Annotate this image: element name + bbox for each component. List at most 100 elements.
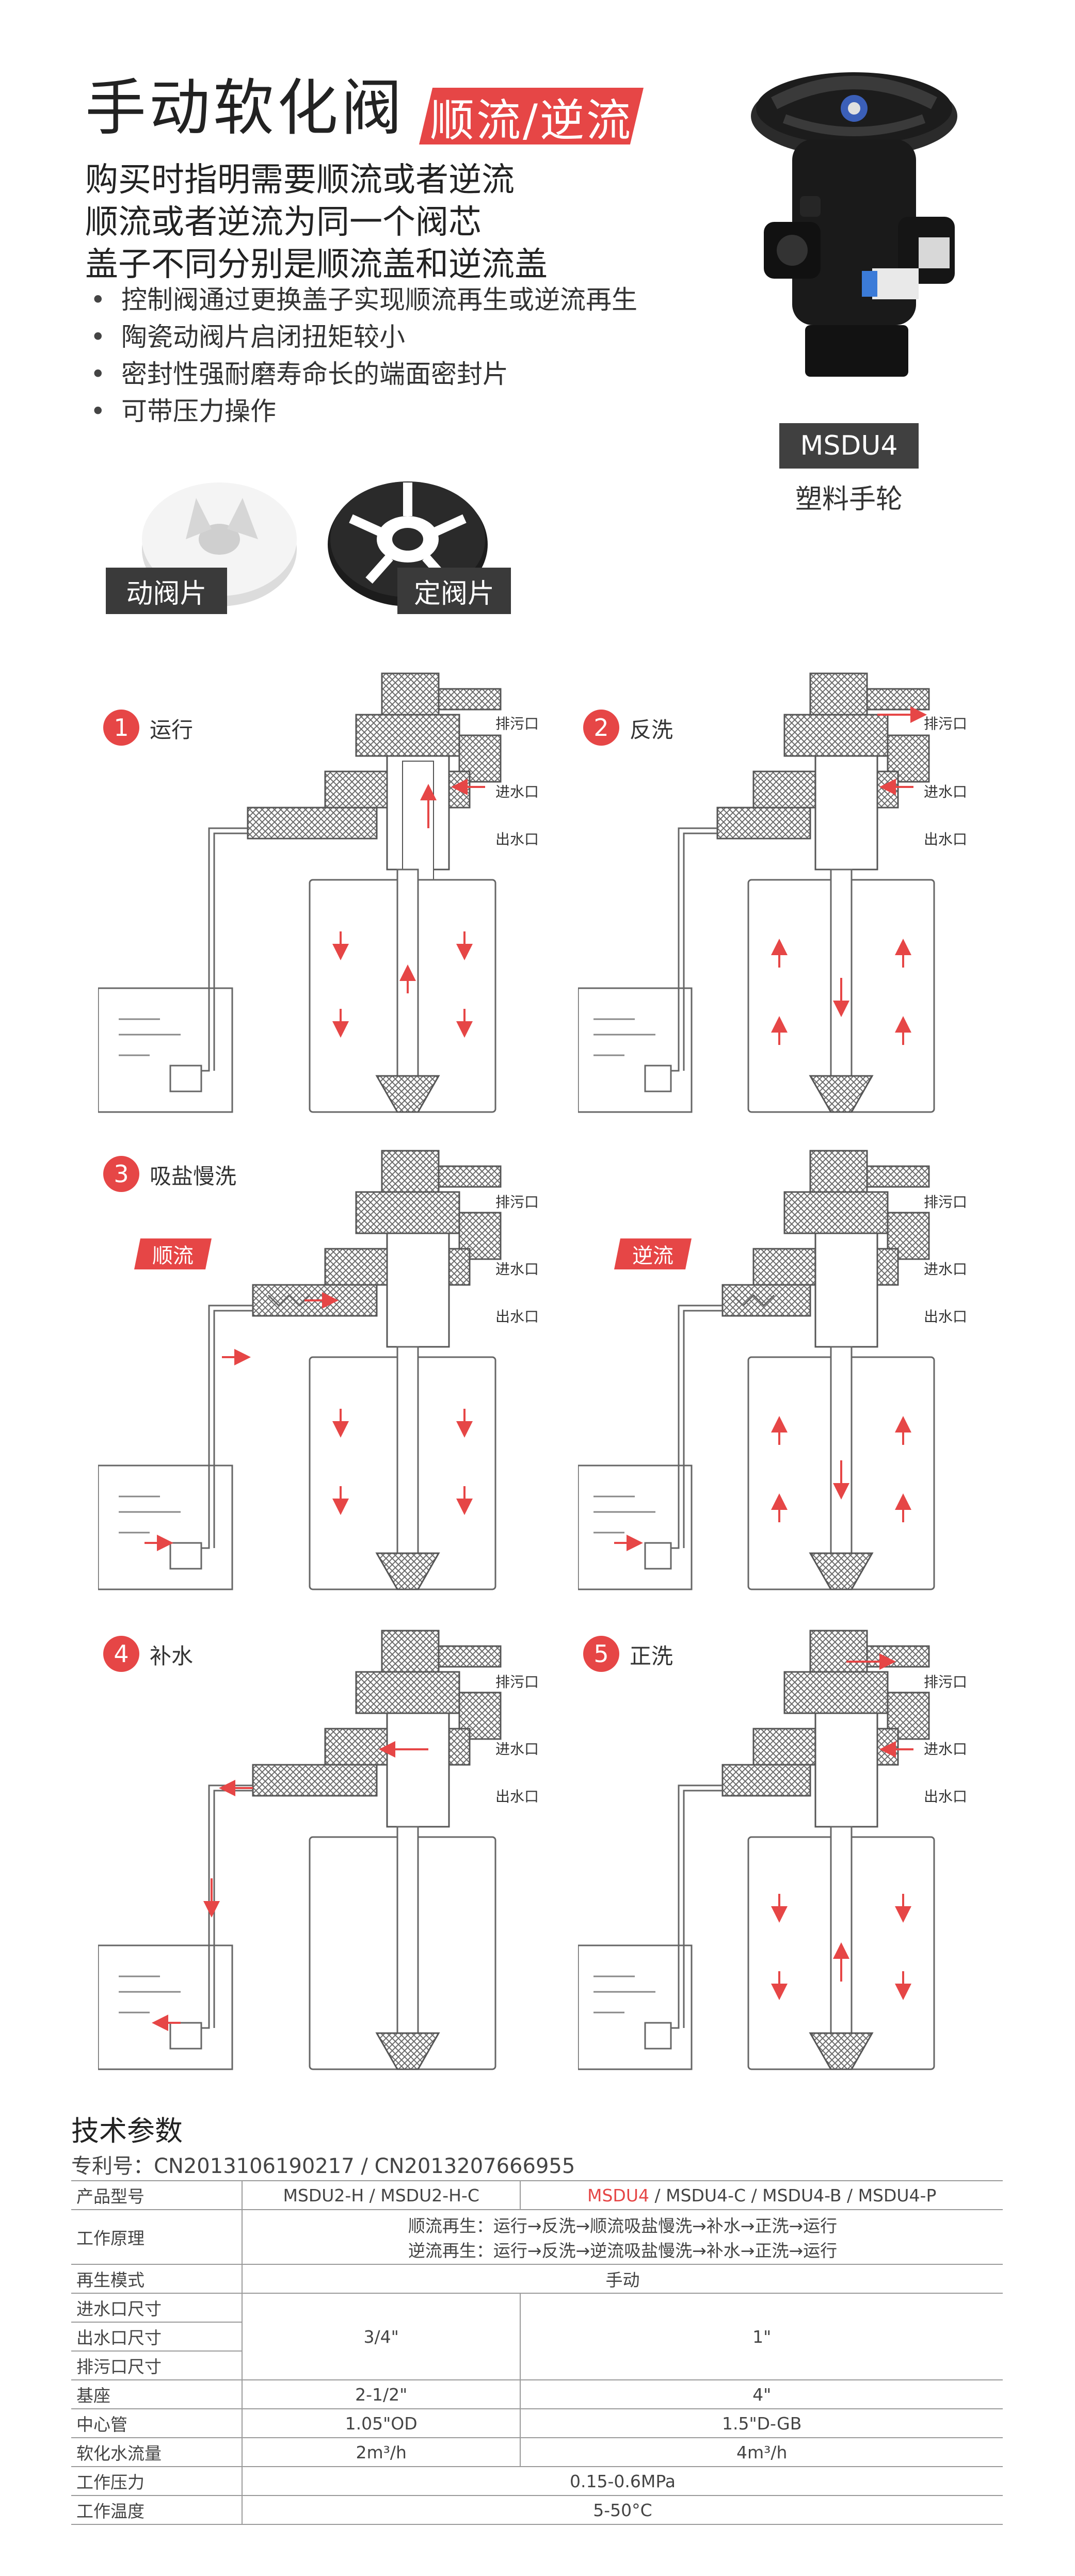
model-rest: / MSDU4-C / MSDU4-B / MSDU4-P: [649, 2185, 937, 2205]
highlight-model: MSDU4: [587, 2185, 649, 2205]
stage-panel-refill: 4 补水 排污口 进水口 出水口: [98, 1620, 563, 2085]
stage-number: 4: [103, 1636, 139, 1672]
inlet-port-label: 进水口: [495, 783, 539, 800]
patent-number: 专利号：CN2013106190217 / CN2013207666955: [71, 2154, 575, 2178]
stage-panel-brine-upflow: 逆流 排污口 进水口 出水口: [578, 1140, 1042, 1605]
table-row: 出水口尺寸: [71, 2322, 1003, 2352]
spec-value: MSDU2-H / MSDU2-H-C: [242, 2180, 521, 2210]
table-row: 工作原理 顺流再生：运行→反洗→顺流吸盐慢洗→补水→正洗→运行 逆流再生：运行→…: [71, 2209, 1003, 2265]
inlet-port-label: 进水口: [495, 1741, 539, 1758]
spec-value: 1.05"OD: [242, 2408, 521, 2438]
spec-label: 工作原理: [71, 2209, 243, 2265]
stage-number: 1: [103, 710, 139, 746]
outlet-port-label: 出水口: [495, 1308, 539, 1325]
principle-line: 逆流再生：运行→反洗→逆流吸盐慢洗→补水→正洗→运行: [408, 2241, 838, 2261]
stage-panel-backwash: 2 反洗 排污口 进水口 出水口: [578, 658, 1042, 1122]
drain-port-label: 排污口: [495, 715, 539, 732]
stage-name: 运行: [150, 717, 194, 743]
valve-flow-diagram: [578, 1150, 935, 1590]
page-title: 手动软化阀: [85, 72, 406, 143]
valve-flow-diagram: [98, 1630, 502, 2070]
spec-value: 顺流再生：运行→反洗→顺流吸盐慢洗→补水→正洗→运行 逆流再生：运行→反洗→逆流…: [242, 2209, 1003, 2265]
stage-number: 5: [583, 1636, 619, 1672]
stage-number: 3: [103, 1156, 139, 1192]
spec-value: 手动: [242, 2264, 1003, 2294]
table-row: 产品型号 MSDU2-H / MSDU2-H-C MSDU4 / MSDU4-C…: [71, 2180, 1003, 2210]
moving-disc-label: 动阀片: [106, 568, 227, 614]
stage-name: 正洗: [630, 1644, 673, 1669]
intro-line: 盖子不同分别是顺流盖和逆流盖: [85, 246, 548, 284]
feature-list: 控制阀通过更换盖子实现顺流再生或逆流再生 陶瓷动阀片启闭扭矩较小 密封性强耐磨寿…: [90, 281, 637, 430]
drain-port-label: 排污口: [495, 1673, 539, 1691]
flow-type-tag: 顺流/逆流: [419, 88, 644, 144]
table-row: 基座 2-1/2" 4": [71, 2379, 1003, 2409]
principle-line: 顺流再生：运行→反洗→顺流吸盐慢洗→补水→正洗→运行: [408, 2216, 838, 2236]
outlet-port-label: 出水口: [924, 1308, 968, 1325]
valve-flow-diagram: [98, 1150, 502, 1590]
spec-value: 1.5"D-GB: [520, 2408, 1003, 2438]
outlet-port-label: 出水口: [495, 831, 539, 848]
table-row: 再生模式 手动: [71, 2264, 1003, 2294]
spec-label: 基座: [71, 2379, 243, 2409]
spec-value: MSDU4 / MSDU4-C / MSDU4-B / MSDU4-P: [520, 2180, 1003, 2210]
spec-label: 产品型号: [71, 2180, 243, 2210]
drain-port-label: 排污口: [495, 1194, 539, 1211]
spec-value: 2-1/2": [242, 2379, 521, 2409]
valve-product-image: [751, 72, 957, 377]
downflow-tag: 顺流: [134, 1238, 212, 1269]
intro-line: 购买时指明需要顺流或者逆流: [85, 161, 515, 199]
stage-name: 吸盐慢洗: [150, 1164, 237, 1189]
valve-flow-diagram: [98, 672, 502, 1113]
outlet-port-label: 出水口: [924, 831, 968, 848]
table-row: 中心管 1.05"OD 1.5"D-GB: [71, 2408, 1003, 2438]
stage-name: 反洗: [630, 717, 673, 743]
outlet-port-label: 出水口: [495, 1788, 539, 1805]
model-caption: 塑料手轮: [795, 484, 903, 515]
intro-line: 顺流或者逆流为同一个阀芯: [85, 203, 482, 242]
outlet-port-label: 出水口: [924, 1788, 968, 1805]
feature-item: 陶瓷动阀片启闭扭矩较小: [90, 318, 637, 356]
spec-value: 4m³/h: [520, 2437, 1003, 2467]
table-row: 工作压力 0.15-0.6MPa: [71, 2466, 1003, 2496]
stage-number: 2: [583, 710, 619, 746]
stage-name: 补水: [150, 1644, 194, 1669]
table-row: 软化水流量 2m³/h 4m³/h: [71, 2437, 1003, 2467]
feature-item: 控制阀通过更换盖子实现顺流再生或逆流再生: [90, 281, 637, 318]
drain-port-label: 排污口: [924, 715, 968, 732]
table-row: 排污口尺寸: [71, 2350, 1003, 2380]
spec-value: 2m³/h: [242, 2437, 521, 2467]
valve-flow-diagram: [578, 1630, 935, 2070]
spec-label: 排污口尺寸: [71, 2350, 243, 2380]
table-row: 工作温度 5-50°C: [71, 2495, 1003, 2525]
spec-section-title: 技术参数: [71, 2115, 183, 2147]
stage-panel-rinse: 5 正洗 排污口 进水口 出水口: [578, 1620, 1042, 2085]
spec-value: 1": [520, 2293, 1003, 2380]
fixed-disc-label: 定阀片: [397, 568, 511, 614]
inlet-port-label: 进水口: [924, 1741, 968, 1758]
drain-port-label: 排污口: [924, 1194, 968, 1211]
spec-value: 0.15-0.6MPa: [242, 2466, 1003, 2496]
stage-panel-run: 1 运行 排污口 进水口 出水口: [98, 658, 563, 1122]
spec-value: 4": [520, 2379, 1003, 2409]
spec-table: 产品型号 MSDU2-H / MSDU2-H-C MSDU4 / MSDU4-C…: [71, 2180, 1003, 2525]
spec-label: 工作压力: [71, 2466, 243, 2496]
spec-value: 3/4": [242, 2293, 521, 2380]
stage-panel-brine-downflow: 3 吸盐慢洗 顺流 排污口 进水口 出水口: [98, 1140, 563, 1605]
valve-flow-diagram: [578, 672, 935, 1113]
drain-port-label: 排污口: [924, 1673, 968, 1691]
spec-label: 中心管: [71, 2408, 243, 2438]
inlet-port-label: 进水口: [924, 783, 968, 800]
spec-label: 软化水流量: [71, 2437, 243, 2467]
inlet-port-label: 进水口: [924, 1261, 968, 1278]
model-badge: MSDU4: [779, 423, 919, 469]
spec-label: 工作温度: [71, 2495, 243, 2525]
spec-value: 5-50°C: [242, 2495, 1003, 2525]
spec-label: 出水口尺寸: [71, 2322, 243, 2352]
feature-item: 密封性强耐磨寿命长的端面密封片: [90, 356, 637, 393]
feature-item: 可带压力操作: [90, 393, 637, 430]
intro-text: 购买时指明需要顺流或者逆流 顺流或者逆流为同一个阀芯 盖子不同分别是顺流盖和逆流…: [85, 159, 548, 286]
table-row: 进水口尺寸 3/4" 1": [71, 2293, 1003, 2380]
spec-label: 进水口尺寸: [71, 2293, 243, 2323]
upflow-tag: 逆流: [614, 1238, 692, 1269]
spec-label: 再生模式: [71, 2264, 243, 2294]
